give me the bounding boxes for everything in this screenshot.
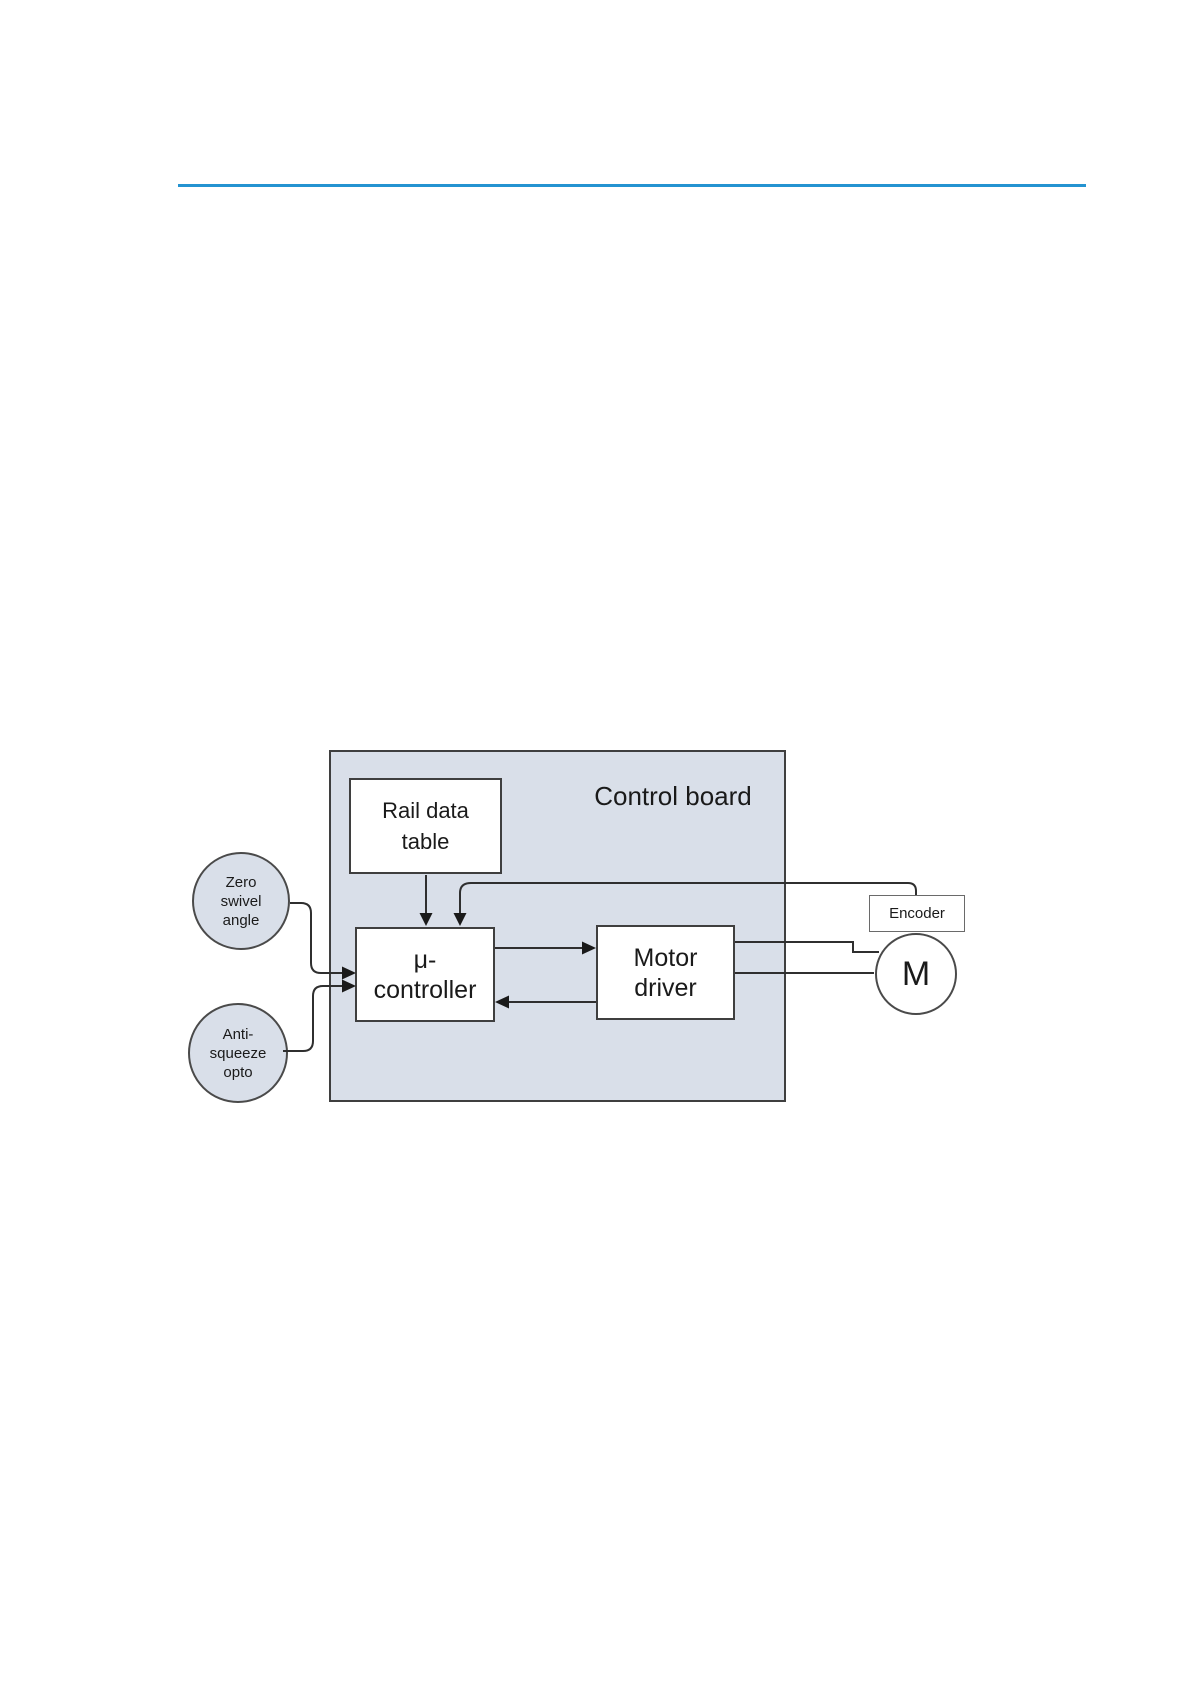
rail-data-table-box: Rail data table <box>349 778 502 874</box>
motor-driver-box: Motor driver <box>596 925 735 1020</box>
control-board-label: Control board <box>594 780 752 811</box>
motor-circle: M <box>875 933 957 1015</box>
microcontroller-box: μ- controller <box>355 927 495 1022</box>
encoder-box: Encoder <box>869 895 965 932</box>
zero-swivel-angle-circle: Zero swivel angle <box>192 852 290 950</box>
anti-squeeze-opto-circle: Anti- squeeze opto <box>188 1003 288 1103</box>
horizontal-rule <box>178 184 1086 187</box>
